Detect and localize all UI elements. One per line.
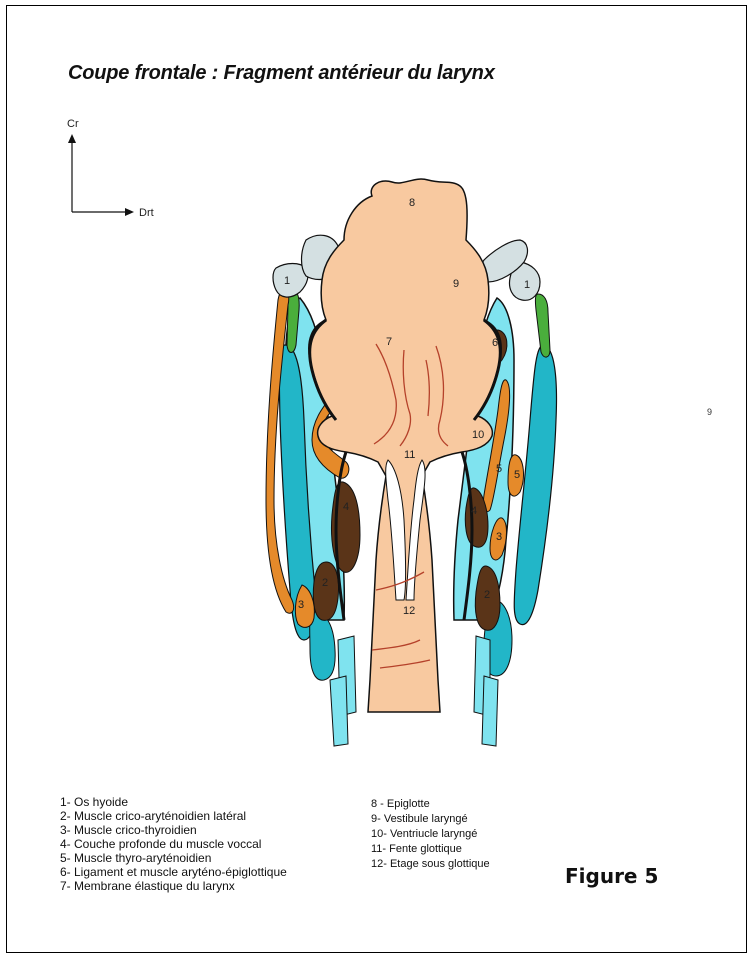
stray-label: 9 (707, 407, 712, 417)
label-9: 9 (453, 278, 459, 290)
legend-item: 1- Os hyoide (60, 795, 287, 809)
figure-label: Figure 5 (565, 864, 658, 888)
legend-left: 1- Os hyoide 2- Muscle crico-aryténoidie… (60, 795, 287, 893)
legend-item: 8 - Epiglotte (371, 797, 490, 812)
legend-right: 8 - Epiglotte 9- Vestibule laryngé 10- V… (371, 797, 490, 872)
label-4-left: 4 (343, 501, 349, 513)
legend-item: 3- Muscle crico-thyroidien (60, 823, 287, 837)
label-5-right-a: 5 (496, 463, 502, 475)
legend-item: 4- Couche profonde du muscle voccal (60, 837, 287, 851)
central-airway (309, 179, 501, 712)
label-11: 11 (404, 449, 415, 461)
legend-item: 5- Muscle thyro-aryténoidien (60, 851, 287, 865)
legend-item: 9- Vestibule laryngé (371, 812, 490, 827)
label-7: 7 (386, 336, 392, 348)
left-tracheal-ring (330, 676, 348, 746)
label-4-right: 4 (471, 505, 477, 517)
axis-right-label: Drt (139, 207, 154, 219)
label-8: 8 (409, 197, 415, 209)
label-1-right: 1 (524, 279, 530, 291)
left-lower-teal (310, 612, 335, 680)
legend-item: 12- Etage sous glottique (371, 857, 490, 872)
label-10: 10 (472, 429, 484, 441)
label-12: 12 (403, 605, 415, 617)
left-lateral-cricoarytenoid (313, 562, 338, 620)
legend-item: 10- Ventriucle laryngé (371, 827, 490, 842)
label-5-right-b: 5 (514, 469, 520, 481)
orientation-axes: Cr Drt (67, 118, 154, 219)
legend-item: 7- Membrane élastique du larynx (60, 879, 287, 893)
label-2-left: 2 (322, 577, 328, 589)
right-green-band (535, 294, 550, 357)
label-3-left: 3 (298, 599, 304, 611)
legend-item: 11- Fente glottique (371, 842, 490, 857)
label-2-right: 2 (484, 589, 490, 601)
legend-item: 6- Ligament et muscle aryténo-épiglottiq… (60, 865, 287, 879)
axis-cranial-label: Cr (67, 118, 79, 130)
legend-item: 2- Muscle crico-aryténoidien latéral (60, 809, 287, 823)
label-3-right: 3 (496, 531, 502, 543)
right-tracheal-ring (482, 676, 498, 746)
label-1-left: 1 (284, 275, 290, 287)
label-6-right: 6 (492, 337, 498, 349)
